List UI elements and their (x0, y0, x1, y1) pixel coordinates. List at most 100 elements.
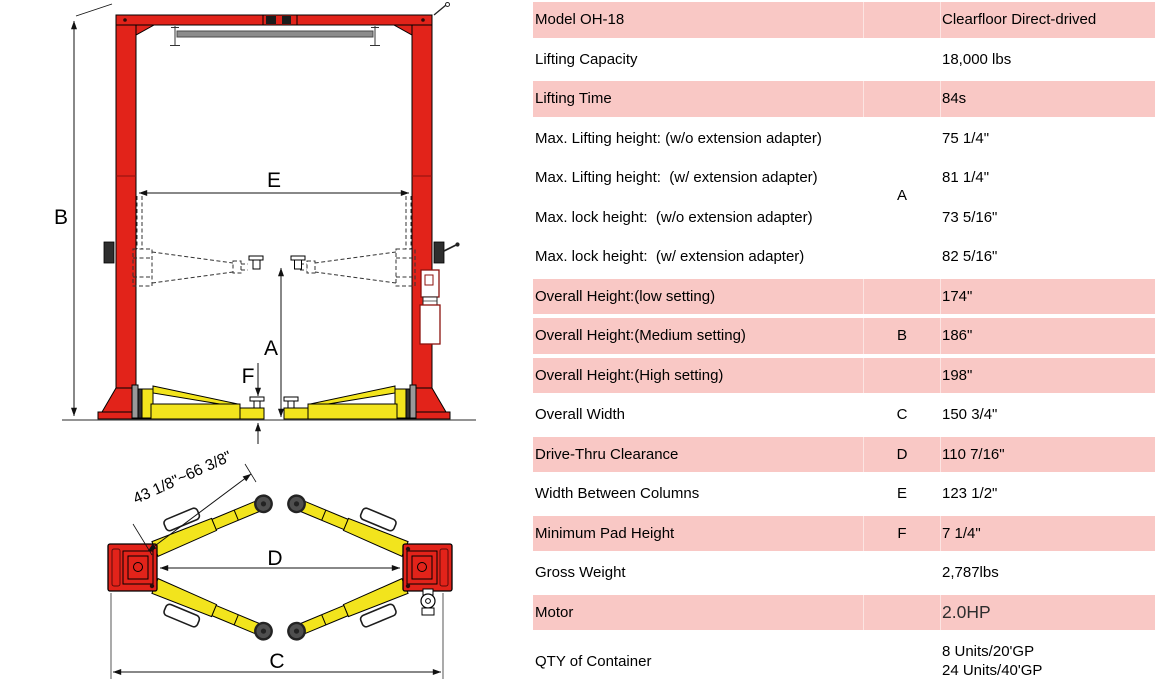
table-row: Drive-Thru Clearance D 110 7/16" (533, 434, 1155, 474)
spec-value: 150 3/4" (942, 406, 998, 424)
spec-value: 18,000 lbs (942, 50, 1012, 68)
spec-label: Overall Height:(low setting) (535, 287, 716, 305)
table-row: Gross Weight 2,787lbs (533, 553, 1155, 593)
spec-label: QTY of Container (535, 652, 652, 670)
spec-value: 84s (942, 90, 967, 108)
overhead-bar (176, 30, 374, 38)
spec-label: Max. Lifting height: (w/o extension adap… (535, 129, 822, 147)
spec-ref-letter (863, 0, 941, 40)
table-row: Lifting Capacity 18,000 lbs (533, 40, 1155, 80)
spec-ref-letter (863, 237, 941, 277)
spec-ref-letter: C (896, 406, 908, 424)
spec-value: 198" (942, 366, 973, 384)
dashed-carriage-arms (132, 196, 416, 287)
dim-letter-A: A (264, 337, 278, 360)
plan-view: 43 1/8"~66 3/8" D C (107, 448, 453, 679)
spec-ref-letter (863, 592, 941, 632)
release-handle (443, 244, 457, 252)
spec-ref-letter (863, 632, 941, 690)
carriage-right (402, 543, 453, 592)
spec-value: 7 1/4" (942, 524, 981, 542)
dim-letter-E: E (267, 169, 281, 192)
spec-value: 186" (942, 327, 973, 345)
spec-value: 73 5/16" (942, 208, 998, 226)
table-row: Overall Height:(Medium setting) B 186" (533, 316, 1155, 356)
spec-table: Model OH-18 Clearfloor Direct-drived Lif… (533, 0, 1155, 690)
lift-diagram: B E A F (54, 2, 476, 679)
dimension-lines-plan (110, 463, 444, 679)
spec-ref-letter (863, 79, 941, 119)
spec-ref-letter: D (863, 434, 941, 474)
dim-letter-D: D (267, 547, 282, 570)
dimension-lines-front (71, 3, 410, 444)
table-row: Max. Lifting height: (w/ extension adapt… (533, 158, 1155, 198)
spec-label: Model OH-18 (535, 11, 625, 29)
overhead-bar-hanger-right (370, 26, 380, 46)
spec-label: Overall Height:(High setting) (535, 366, 724, 384)
spec-label: Width Between Columns (535, 485, 700, 503)
table-row: Minimum Pad Height F 7 1/4" (533, 513, 1155, 553)
stop-block-right (433, 241, 445, 264)
swing-arm-top-right (287, 494, 409, 558)
spec-value: 81 1/4" (942, 169, 990, 187)
spec-value: Clearfloor Direct-drived (942, 11, 1097, 29)
spec-value: 2.0HP (942, 601, 991, 622)
adapter-outline (359, 507, 397, 532)
caster-detail (420, 588, 436, 616)
spec-ref-letter: B (863, 316, 941, 356)
dim-letter-F: F (242, 365, 255, 388)
spec-value: 174" (942, 287, 973, 305)
spec-label: Drive-Thru Clearance (535, 445, 679, 463)
table-row: Lifting Time 84s (533, 79, 1155, 119)
group-ref-letter-A: A (896, 187, 907, 204)
table-row: Max. Lifting height: (w/o extension adap… (533, 119, 1155, 159)
carriage-left (107, 543, 158, 592)
spec-ref-letter (863, 276, 941, 316)
spec-label: Gross Weight (535, 564, 626, 582)
dim-letter-C: C (269, 650, 284, 673)
spec-label: Overall Width (535, 406, 626, 424)
table-row: QTY of Container 8 Units/20'GP 24 Units/… (533, 632, 1155, 690)
spec-label: Overall Height:(Medium setting) (535, 327, 746, 345)
arms-lowered (131, 384, 417, 420)
table-row: Motor 2.0HP (533, 592, 1155, 632)
swing-arm-bottom-left (151, 577, 273, 641)
spec-value: 123 1/2" (942, 485, 998, 503)
spec-label: Minimum Pad Height (535, 524, 675, 542)
table-row: Overall Height:(High setting) 198" (533, 355, 1155, 395)
spec-value: 82 5/16" (942, 248, 998, 266)
table-row: Max. lock height: (w/o extension adapter… (533, 198, 1155, 238)
spec-ref-letter (863, 119, 941, 159)
lift-pads-raised (248, 255, 306, 270)
spec-label: Lifting Capacity (535, 50, 638, 68)
qty-line-1: 8 Units/20'GP (942, 643, 1035, 660)
spec-value: 8 Units/20'GP 24 Units/40'GP (941, 642, 1155, 680)
spec-label: Max. Lifting height: (w/ extension adapt… (535, 169, 818, 187)
spec-value: 75 1/4" (942, 129, 990, 147)
spec-ref-letter (863, 355, 941, 395)
spec-value: 110 7/16" (942, 445, 1005, 463)
adapter-outline (163, 603, 201, 628)
table-row: Overall Width C 150 3/4" (533, 395, 1155, 435)
cutoff-hook (433, 4, 447, 16)
spec-ref-letter (863, 40, 941, 80)
table-row: Model OH-18 Clearfloor Direct-drived (533, 0, 1155, 40)
swing-arm-bottom-right (287, 577, 409, 641)
spec-label: Max. lock height: (w/ extension adapter) (535, 248, 805, 266)
spec-label: Max. lock height: (w/o extension adapter… (535, 208, 813, 226)
power-unit (419, 269, 441, 345)
dim-letter-B: B (54, 206, 68, 229)
front-view: B E A F (54, 2, 476, 444)
spec-label: Motor (535, 603, 574, 621)
overhead-bar-hanger-left (170, 26, 180, 46)
spec-ref-letter (863, 553, 941, 593)
spec-ref-letter: E (896, 485, 907, 503)
arm-reach-range-label: 43 1/8"~66 3/8" (131, 448, 235, 508)
spec-value: 2,787lbs (942, 564, 999, 582)
table-row: Width Between Columns E 123 1/2" (533, 474, 1155, 514)
spec-ref-letter: F (863, 513, 941, 553)
qty-line-2: 24 Units/40'GP (942, 662, 1043, 679)
table-row: Overall Height:(low setting) 174" (533, 276, 1155, 316)
spec-label: Lifting Time (535, 90, 612, 108)
